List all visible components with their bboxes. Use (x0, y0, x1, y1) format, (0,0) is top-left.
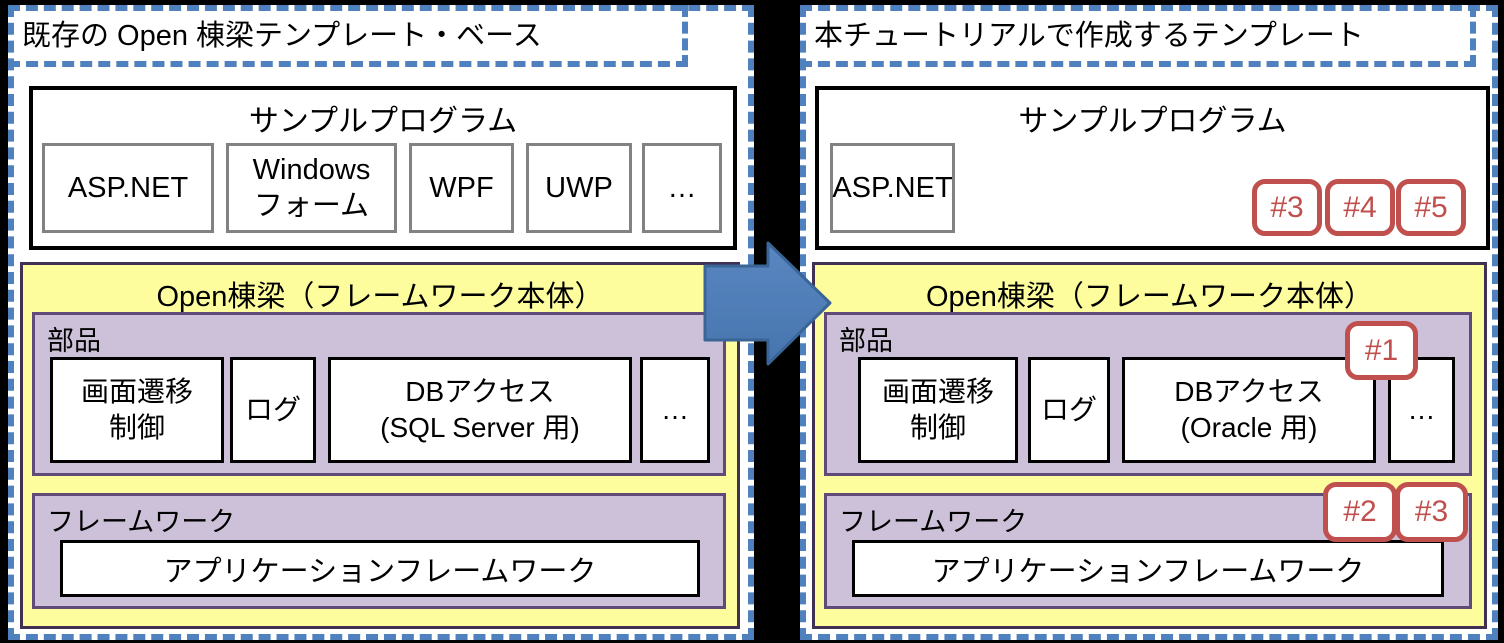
panel-title: 既存の Open 棟梁テンプレート・ベース (22, 20, 542, 52)
step-badge-5: #5 (1396, 179, 1466, 236)
sample-item-uwp: UWP (526, 143, 632, 233)
panel-existing-template: 既存の Open 棟梁テンプレート・ベース サンプルプログラム ASP.NET … (8, 5, 754, 640)
step-badge-1: #1 (1345, 321, 1418, 380)
panel-title-box: 本チュートリアルで作成するテンプレート (800, 5, 1476, 67)
application-framework-bar: アプリケーションフレームワーク (60, 540, 700, 597)
step-badge-2: #2 (1323, 482, 1397, 542)
parts-box: 部品 画面遷移 制御 ログ DBアクセス (SQL Server 用) … (32, 312, 726, 476)
sample-program-title: サンプルプログラム (1018, 105, 1287, 138)
sample-program-title: サンプルプログラム (248, 105, 518, 138)
panel-title-box: 既存の Open 棟梁テンプレート・ベース (8, 5, 688, 67)
part-item-log: ログ (1028, 357, 1110, 463)
framework-body-box: Open棟梁（フレームワーク本体） 部品 画面遷移 制御 ログ DBアクセス (… (20, 262, 740, 629)
step-badge-3: #3 (1252, 179, 1322, 236)
parts-label: 部品 (47, 326, 101, 356)
panel-title: 本チュートリアルで作成するテンプレート (814, 20, 1364, 52)
sample-item-aspnet: ASP.NET (42, 143, 214, 233)
part-item-db-access: DBアクセス (Oracle 用) (1122, 357, 1376, 463)
framework-body-box: Open棟梁（フレームワーク本体） 部品 画面遷移 制御 ログ DBアクセス (… (812, 262, 1487, 629)
sample-item-ellipsis: … (642, 143, 722, 233)
framework-label: フレームワーク (47, 507, 236, 537)
part-item-log: ログ (230, 357, 316, 463)
part-item-ellipsis: … (640, 357, 710, 463)
parts-label: 部品 (839, 326, 893, 356)
part-item-db-access: DBアクセス (SQL Server 用) (328, 357, 632, 463)
framework-body-title: Open棟梁（フレームワーク本体） (925, 281, 1374, 313)
framework-box: フレームワーク アプリケーションフレームワーク (32, 493, 726, 609)
sample-item-winforms: Windows フォーム (226, 143, 397, 233)
framework-label: フレームワーク (839, 507, 1028, 537)
step-badge-3b: #3 (1395, 482, 1468, 542)
panel-tutorial-template: 本チュートリアルで作成するテンプレート サンプルプログラム ASP.NET #3… (800, 5, 1498, 640)
sample-item-wpf: WPF (409, 143, 514, 233)
part-item-screen-transition: 画面遷移 制御 (858, 357, 1018, 463)
application-framework-bar: アプリケーションフレームワーク (852, 540, 1444, 597)
parts-box: 部品 画面遷移 制御 ログ DBアクセス (Oracle 用) … #1 (824, 312, 1472, 476)
step-badge-4: #4 (1325, 179, 1395, 236)
part-item-screen-transition: 画面遷移 制御 (50, 357, 224, 463)
right-block-arrow-icon (702, 240, 834, 373)
framework-body-title: Open棟梁（フレームワーク本体） (156, 281, 604, 313)
sample-program-box: サンプルプログラム ASP.NET #3 #4 #5 (815, 86, 1490, 250)
sample-program-box: サンプルプログラム ASP.NET Windows フォーム WPF UWP … (29, 86, 737, 250)
sample-item-aspnet: ASP.NET (830, 143, 955, 233)
